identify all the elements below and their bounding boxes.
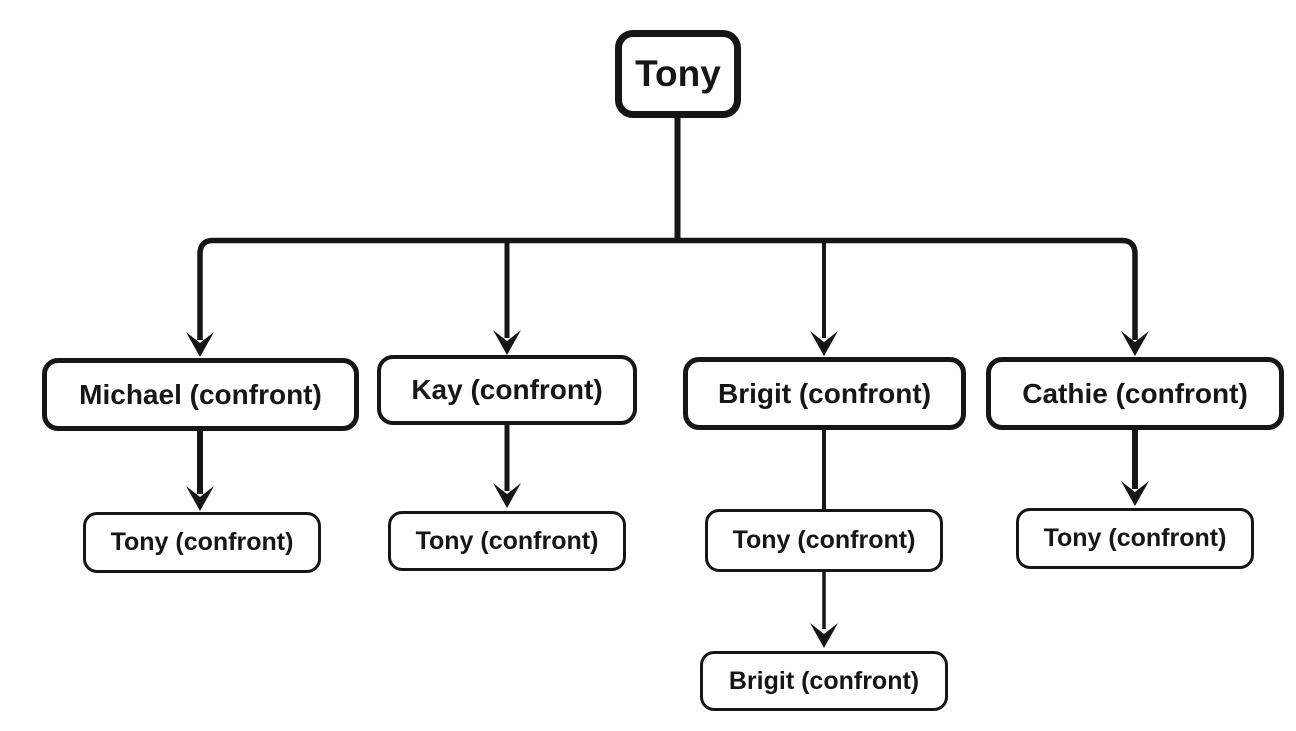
arrowhead-tony-under-kay: [493, 483, 521, 508]
node-brigit-under-tony: Brigit (confront): [700, 651, 948, 711]
node-brigit-under-tony-label: Brigit (confront): [728, 666, 920, 695]
node-kay: Kay (confront): [377, 355, 637, 425]
node-tony-under-kay: Tony (confront): [388, 511, 626, 571]
edge-bus: [197, 237, 1138, 340]
arrowhead-cathie: [1121, 331, 1149, 356]
node-brigit-label: Brigit (confront): [717, 377, 932, 409]
arrowhead-michael: [186, 332, 214, 357]
arrowhead-tony-under-cathie: [1121, 481, 1149, 506]
arrowhead-brigit: [810, 331, 838, 356]
node-tony-root-label: Tony: [635, 53, 721, 94]
node-tony-under-michael: Tony (confront): [83, 512, 321, 573]
arrowhead-kay: [493, 330, 521, 355]
node-michael: Michael (confront): [42, 358, 359, 431]
node-tony-under-cathie-label: Tony (confront): [1043, 524, 1227, 552]
node-cathie-label: Cathie (confront): [1022, 377, 1248, 409]
arrowhead-brigit-under-tony: [810, 623, 838, 648]
node-tony-under-brigit-label: Tony (confront): [732, 526, 916, 554]
node-michael-label: Michael (confront): [79, 378, 322, 410]
node-brigit: Brigit (confront): [683, 357, 966, 430]
node-kay-label: Kay (confront): [411, 374, 603, 405]
arrowhead-tony-under-michael: [186, 486, 214, 511]
node-tony-under-cathie: Tony (confront): [1016, 508, 1254, 569]
node-tony-under-michael-label: Tony (confront): [110, 528, 294, 556]
node-tony-under-brigit: Tony (confront): [705, 509, 943, 572]
node-cathie: Cathie (confront): [986, 357, 1284, 430]
node-tony-under-kay-label: Tony (confront): [415, 526, 599, 555]
node-tony-root: Tony: [615, 30, 741, 118]
